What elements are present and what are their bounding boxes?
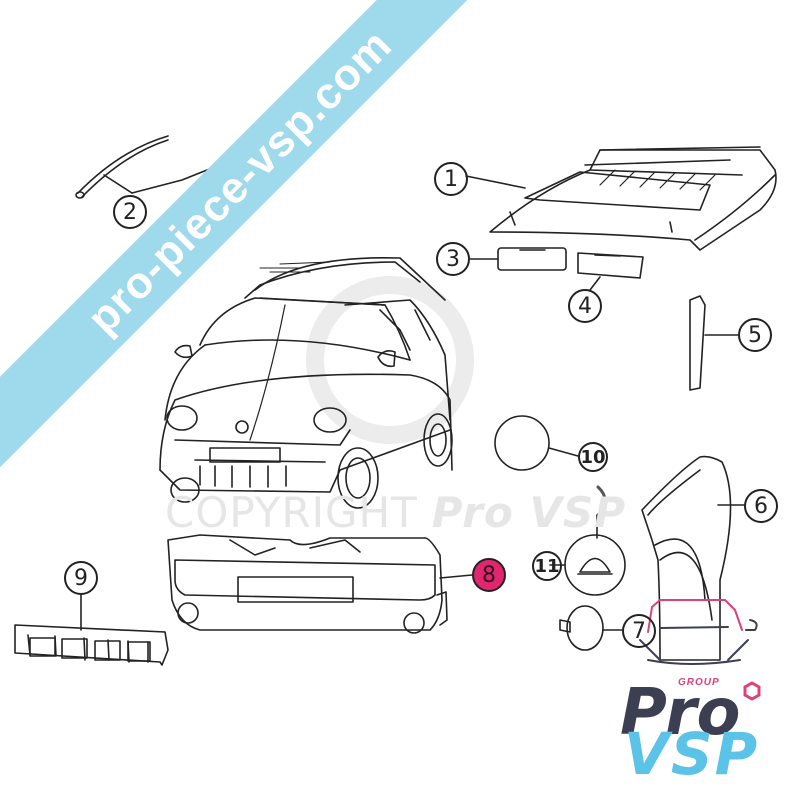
callout-9[interactable]: 9: [64, 561, 98, 595]
hex-nut-icon: [743, 681, 761, 701]
callout-5[interactable]: 5: [738, 318, 772, 352]
leader-8: [439, 574, 473, 579]
leader-1: [465, 175, 526, 189]
callout-10[interactable]: 10: [578, 442, 608, 472]
part-3-insert: [497, 247, 567, 271]
callout-6[interactable]: 6: [744, 489, 778, 523]
callout-1[interactable]: 1: [434, 162, 468, 196]
callout-7[interactable]: 7: [622, 614, 656, 648]
logo-group-text: GROUP: [678, 677, 720, 688]
copyright-brand: Pro VSP: [431, 488, 627, 537]
callout-4[interactable]: 4: [568, 289, 602, 323]
part-7-indicator: [566, 605, 604, 651]
callout-3[interactable]: 3: [436, 242, 470, 276]
callout-2[interactable]: 2: [113, 195, 147, 229]
callout-8-highlighted[interactable]: 8: [472, 558, 506, 592]
part-8-bumper: [167, 534, 448, 634]
copyright-text: COPYRIGHT: [165, 488, 418, 537]
watermark-circle: [306, 276, 474, 444]
copyright-watermark: COPYRIGHT Pro VSP: [165, 488, 626, 537]
part-5-pillar: [689, 295, 706, 391]
part-9-grille: [14, 624, 169, 666]
part-1-roof-panel: [489, 146, 777, 251]
car-illustration: [159, 256, 453, 509]
part-11-emblem-circle: [564, 534, 626, 596]
leader-10: [548, 447, 579, 457]
part-6-fender: [641, 455, 732, 661]
provsp-logo: GROUP Pro VSP: [620, 585, 770, 783]
leader-4: [589, 276, 601, 291]
logo-pro-text: Pro: [620, 676, 741, 750]
callout-11[interactable]: 11: [532, 551, 562, 581]
part-4-insert: [577, 252, 644, 279]
part-10-cap: [494, 415, 550, 471]
logo-vsp-text: VSP: [624, 720, 760, 788]
